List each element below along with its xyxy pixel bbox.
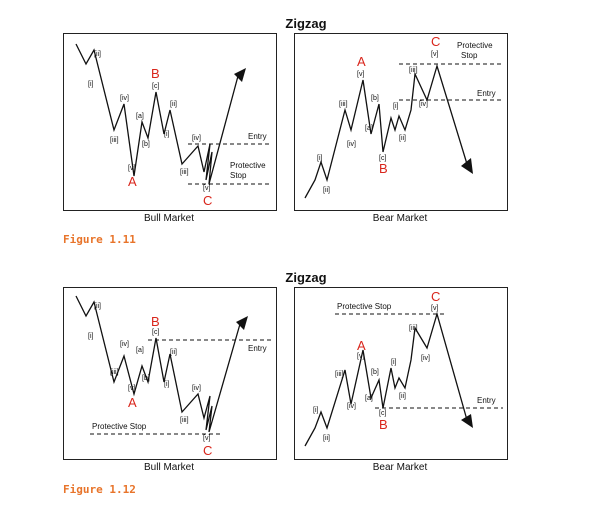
wave-label: [a] bbox=[365, 395, 373, 402]
wave-label: [iii] bbox=[335, 371, 344, 378]
wave-path bbox=[75, 295, 241, 433]
bear-market-caption: Bear Market bbox=[372, 462, 428, 473]
wave-label: [v] bbox=[431, 305, 438, 312]
wave-label: [ii] bbox=[399, 393, 406, 400]
wave-label: [ii] bbox=[323, 187, 330, 194]
wave-label: [c] bbox=[379, 155, 386, 162]
bull-wave-diagram: [ii] [i] [iv] [iii] [v] [a] [b] [c] [ii]… bbox=[75, 43, 272, 208]
wave-path bbox=[75, 43, 239, 185]
protective-stop-label: Protective Stop bbox=[337, 302, 392, 311]
wave-label: [i] bbox=[393, 103, 399, 110]
wave-label-major: A bbox=[357, 54, 366, 69]
protective-stop-label: Protective Stop bbox=[92, 422, 147, 431]
wave-label-major: C bbox=[203, 443, 212, 458]
entry-label: Entry bbox=[477, 396, 496, 405]
wave-label: [i] bbox=[164, 381, 170, 388]
figure-number: Figure 1.11 bbox=[63, 233, 136, 246]
arrow-head bbox=[236, 316, 248, 330]
wave-label: [iii] bbox=[339, 101, 348, 108]
wave-label: [ii] bbox=[94, 303, 101, 310]
wave-label: [v] bbox=[128, 385, 135, 392]
wave-label: [a] bbox=[136, 113, 144, 120]
bear-market-panel: [i] [ii] [iii] [iv] [v] [a] [b] [c] [i] … bbox=[294, 33, 508, 211]
wave-label: [i] bbox=[317, 155, 323, 162]
protective-stop-label: Stop bbox=[461, 51, 478, 60]
wave-label: [i] bbox=[88, 81, 94, 88]
wave-label: [ii] bbox=[94, 51, 101, 58]
wave-label: [ii] bbox=[170, 349, 177, 356]
wave-label: [iv] bbox=[419, 101, 428, 108]
wave-path bbox=[304, 63, 468, 199]
wave-label-major: C bbox=[203, 193, 212, 208]
wave-label: [a] bbox=[365, 125, 373, 132]
wave-label: [v] bbox=[203, 435, 210, 442]
arrow-head bbox=[461, 414, 473, 428]
entry-label: Entry bbox=[248, 344, 267, 353]
wave-label: [b] bbox=[142, 375, 150, 382]
wave-label-major: C bbox=[431, 34, 440, 49]
protective-stop-label: Protective bbox=[457, 41, 493, 50]
wave-label: [iv] bbox=[347, 141, 356, 148]
wave-label: [v] bbox=[431, 51, 438, 58]
wave-label-major: B bbox=[151, 314, 160, 329]
entry-label: Entry bbox=[248, 132, 267, 141]
wave-label-major: A bbox=[128, 174, 137, 189]
wave-label-major: B bbox=[151, 66, 160, 81]
wave-label: [iii] bbox=[110, 137, 119, 144]
wave-label: [ii] bbox=[170, 101, 177, 108]
figure-title: Zigzag bbox=[285, 270, 327, 285]
wave-label: [iv] bbox=[192, 385, 201, 392]
bear-market-panel: [i] [ii] [iii] [iv] [v] [a] [b] [c] [i] … bbox=[294, 287, 508, 460]
protective-stop-label: Protective bbox=[230, 161, 266, 170]
bull-market-caption: Bull Market bbox=[143, 213, 194, 224]
wave-label: [b] bbox=[371, 369, 379, 376]
wave-label-major: A bbox=[128, 395, 137, 410]
wave-label: [ii] bbox=[323, 435, 330, 442]
wave-label: [i] bbox=[88, 333, 94, 340]
arrow-head bbox=[461, 158, 473, 174]
wave-label: [c] bbox=[379, 410, 386, 417]
wave-label-major: C bbox=[431, 289, 440, 304]
wave-label: [c] bbox=[152, 83, 159, 90]
wave-label: [b] bbox=[142, 141, 150, 148]
wave-label: [iv] bbox=[192, 135, 201, 142]
wave-label: [iv] bbox=[347, 403, 356, 410]
wave-label: [iv] bbox=[421, 355, 430, 362]
wave-label: [v] bbox=[128, 165, 135, 172]
arrow-head bbox=[234, 68, 246, 82]
wave-label: [i] bbox=[313, 407, 319, 414]
protective-stop-label: Stop bbox=[230, 171, 247, 180]
wave-label: [a] bbox=[136, 347, 144, 354]
bull-market-panel: [ii] [i] [iv] [iii] [v] [a] [b] [c] [ii]… bbox=[63, 287, 277, 460]
wave-label-major: A bbox=[357, 338, 366, 353]
bear-market-caption: Bear Market bbox=[372, 213, 428, 224]
bear-wave-diagram: [i] [ii] [iii] [iv] [v] [a] [b] [c] [i] … bbox=[304, 34, 503, 199]
wave-label-major: B bbox=[379, 417, 388, 432]
wave-label: [iii] bbox=[409, 325, 418, 332]
wave-label: [b] bbox=[371, 95, 379, 102]
wave-label: [ii] bbox=[399, 135, 406, 142]
wave-label: [v] bbox=[357, 71, 364, 78]
wave-label: [iii] bbox=[180, 417, 189, 424]
bull-market-panel: [ii] [i] [iv] [iii] [v] [a] [b] [c] [ii]… bbox=[63, 33, 277, 211]
wave-label: [v] bbox=[203, 185, 210, 192]
bull-market-caption: Bull Market bbox=[143, 462, 194, 473]
wave-label: [i] bbox=[164, 131, 170, 138]
figure-number: Figure 1.12 bbox=[63, 483, 136, 496]
wave-label: [iii] bbox=[409, 67, 418, 74]
bear-wave-diagram: [i] [ii] [iii] [iv] [v] [a] [b] [c] [i] … bbox=[304, 289, 503, 447]
wave-label: [v] bbox=[357, 353, 364, 360]
wave-label: [c] bbox=[152, 329, 159, 336]
wave-label: [iii] bbox=[110, 369, 119, 376]
wave-label: [iv] bbox=[120, 95, 129, 102]
wave-label: [i] bbox=[391, 359, 397, 366]
wave-label: [iii] bbox=[180, 169, 189, 176]
wave-label: [iv] bbox=[120, 341, 129, 348]
bull-wave-diagram: [ii] [i] [iv] [iii] [v] [a] [b] [c] [ii]… bbox=[75, 295, 272, 458]
entry-label: Entry bbox=[477, 89, 496, 98]
figure-title: Zigzag bbox=[285, 16, 327, 31]
wave-label-major: B bbox=[379, 161, 388, 176]
